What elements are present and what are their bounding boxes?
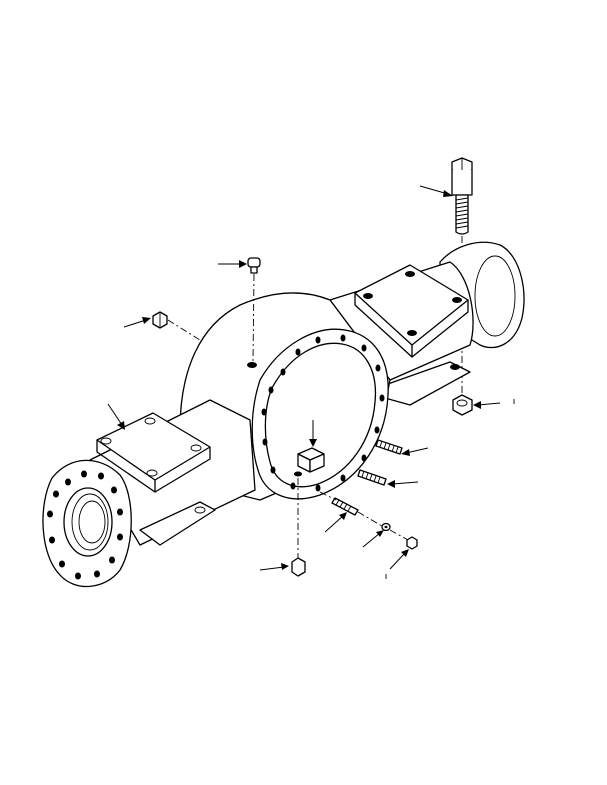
fill-plug <box>152 311 168 329</box>
callout-stud-1 <box>401 447 429 456</box>
seat-hole-4 <box>407 330 417 336</box>
hex-bolt <box>451 157 473 235</box>
drain-plug <box>291 557 306 577</box>
callout-housing <box>107 403 125 430</box>
callout-lock-washer <box>362 530 384 548</box>
callout-stud-nut <box>389 549 409 570</box>
flange-bolt-holes <box>47 470 123 580</box>
seat-hole-1 <box>405 271 415 277</box>
breather <box>247 257 261 274</box>
callout-stud-2 <box>387 480 419 488</box>
callout-bolt <box>419 185 453 197</box>
stud-nut <box>406 536 418 550</box>
stud-2 <box>357 469 387 486</box>
seat-hole-2 <box>452 297 462 303</box>
axle-housing <box>42 241 525 588</box>
seat-hole-3 <box>363 293 373 299</box>
callout-breather <box>218 260 247 268</box>
callout-hex-nut <box>473 401 501 409</box>
stud-3 <box>331 497 359 516</box>
stud-1 <box>375 439 403 455</box>
callout-fill-plug <box>123 317 151 328</box>
callout-stud-3 <box>324 512 347 533</box>
lock-washer <box>381 522 391 532</box>
callout-drain-plug <box>259 563 289 571</box>
identification-plate <box>297 447 325 473</box>
callout-identification-plate <box>309 420 317 447</box>
hex-nut <box>452 394 473 416</box>
ring-stud-holes <box>261 334 385 492</box>
